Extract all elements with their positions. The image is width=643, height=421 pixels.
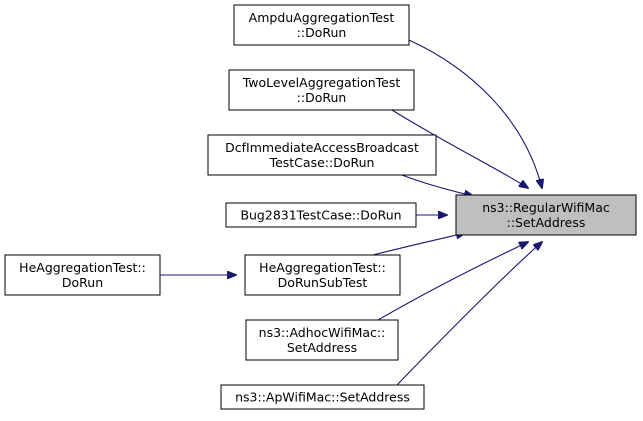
node-label-twolevel-line-2: ::DoRun — [297, 90, 347, 105]
node-label-herun-line-2: DoRun — [62, 275, 103, 290]
node-label-ampdu-line-2: ::DoRun — [297, 25, 347, 40]
node-label-target-line-2: ::SetAddress — [507, 215, 586, 230]
node-ap[interactable]: ns3::ApWifiMac::SetAddress — [220, 384, 425, 410]
node-herun[interactable]: HeAggregationTest::DoRun — [4, 254, 161, 296]
node-label-target-line-1: ns3::RegularWifiMac — [482, 200, 610, 215]
edges-layer — [160, 39, 542, 386]
node-box-hesub — [244, 254, 401, 296]
nodes-layer: ns3::RegularWifiMac::SetAddress AmpduAggr… — [4, 4, 637, 410]
node-hesub[interactable]: HeAggregationTest::DoRunSubTest — [244, 254, 401, 296]
edge-ap-target — [396, 242, 542, 386]
edge-twolevel-target — [391, 109, 528, 188]
node-box-ap — [220, 384, 425, 410]
node-bug2831[interactable]: Bug2831TestCase::DoRun — [225, 202, 417, 228]
node-label-herun-line-1: HeAggregationTest:: — [19, 260, 146, 275]
node-box-target — [455, 194, 637, 236]
node-label-ampdu-line-1: AmpduAggregationTest — [249, 10, 395, 25]
node-box-adhoc — [245, 319, 399, 361]
edge-adhoc-target — [377, 242, 528, 321]
edge-hesub-target — [372, 233, 465, 256]
node-ampdu[interactable]: AmpduAggregationTest::DoRun — [233, 4, 410, 46]
edge-dcf-target — [401, 174, 473, 196]
node-box-dcf — [207, 134, 437, 176]
node-label-dcf-line-1: DcfImmediateAccessBroadcast — [225, 140, 419, 155]
edge-ampdu-target — [408, 39, 542, 188]
node-label-adhoc-line-2: SetAddress — [287, 340, 357, 355]
node-label-hesub-line-1: HeAggregationTest:: — [259, 260, 386, 275]
node-box-twolevel — [228, 69, 415, 111]
node-label-hesub-line-2: DoRunSubTest — [278, 275, 368, 290]
node-label-adhoc-line-1: ns3::AdhocWifiMac:: — [259, 325, 386, 340]
node-label-bug2831-line-1: Bug2831TestCase::DoRun — [240, 208, 401, 223]
node-twolevel[interactable]: TwoLevelAggregationTest::DoRun — [228, 69, 415, 111]
node-box-bug2831 — [225, 202, 417, 228]
node-box-ampdu — [233, 4, 410, 46]
node-label-ap-line-1: ns3::ApWifiMac::SetAddress — [235, 390, 410, 405]
node-adhoc[interactable]: ns3::AdhocWifiMac::SetAddress — [245, 319, 399, 361]
node-target[interactable]: ns3::RegularWifiMac::SetAddress — [455, 194, 637, 236]
node-label-dcf-line-2: TestCase::DoRun — [269, 155, 375, 170]
node-box-herun — [4, 254, 161, 296]
node-label-twolevel-line-1: TwoLevelAggregationTest — [242, 75, 401, 90]
node-dcf[interactable]: DcfImmediateAccessBroadcastTestCase::DoR… — [207, 134, 437, 176]
